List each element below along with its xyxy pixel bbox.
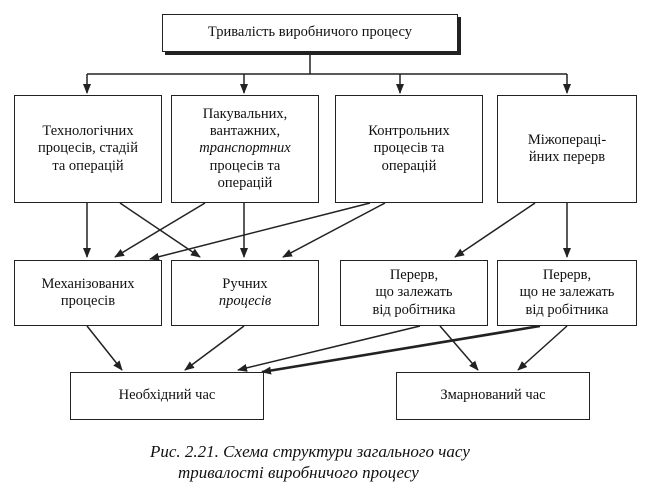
box-label-line: Ручних [222,275,268,292]
box-label-line: Технологічних [42,123,134,140]
box-label-line: що не залежать [519,284,615,301]
box-label-line: операцій [381,157,437,174]
arrow-control-mech [149,202,371,261]
box-necessary-time: Необхідний час [70,372,264,420]
box-control-processes: Контрольних процесів та операцій [335,95,483,203]
box-label-line: та операцій [52,157,124,174]
arrow-interop-dep [454,202,536,258]
box-mechanized-processes: Механізованих процесів [14,260,162,326]
box-worker-independent-breaks: Перерв, що не залежать від робітника [497,260,637,326]
box-label-line: процесів [218,293,272,309]
caption-line-2: тривалості виробничого процесу [178,463,419,483]
box-label-line: операцій [217,174,273,191]
caption-line-1: Рис. 2.21. Схема структури загального ча… [150,442,470,461]
box-wasted-time: Змарнований час [396,372,590,420]
box-technological-processes: Технологічних процесів, стадій та операц… [14,95,162,203]
box-label: Необхідний час [118,387,216,404]
arrow-manual-necessary [184,325,245,371]
arrow-control-manual [282,202,386,258]
box-manual-processes: Ручних процесів [171,260,319,326]
box-label-line: йних перерв [528,149,606,165]
box-label-line: що залежать [375,284,453,301]
arrow-pack-mech [114,202,206,258]
arrow-dep-wasted [439,325,479,371]
box-label-line: Перерв, [542,267,592,284]
arrow-mech-necessary [86,325,123,371]
arrow-indep-necessary [261,324,541,375]
box-label-line: процесів [60,293,116,309]
box-packing-loading-processes: Пакувальних, вантажних, транспортних про… [171,95,319,203]
box-label-line: процесів, стадій [38,140,138,157]
box-label-line: від робітника [525,301,609,318]
box-label-line: транспортних [199,140,291,157]
box-label-line: Перерв, [389,267,439,284]
box-label-line: процесів та [209,157,281,174]
box-interoperational-breaks: Міжопераці- йних перерв [497,95,637,203]
box-label-line: процесів та [373,140,445,157]
box-worker-dependent-breaks: Перерв, що залежать від робітника [340,260,488,326]
box-label-line: вантажних, [209,123,281,140]
box-production-process-duration: Тривалість виробничого процесу [162,14,458,52]
box-label-line: Контрольних [368,123,450,140]
arrow-indep-wasted [517,325,568,371]
box-label-line: від робітника [372,301,456,318]
box-label-line: Пакувальних, [202,106,288,123]
box-label: Тривалість виробничого процесу [207,24,413,41]
box-label: Змарнований час [440,387,546,404]
box-label-line: Механізованих [41,275,135,292]
figure-caption: Рис. 2.21. Схема структури загального ча… [150,441,580,484]
arrow-dep-necessary [237,325,421,372]
box-label-line: Міжопераці- [527,131,607,148]
